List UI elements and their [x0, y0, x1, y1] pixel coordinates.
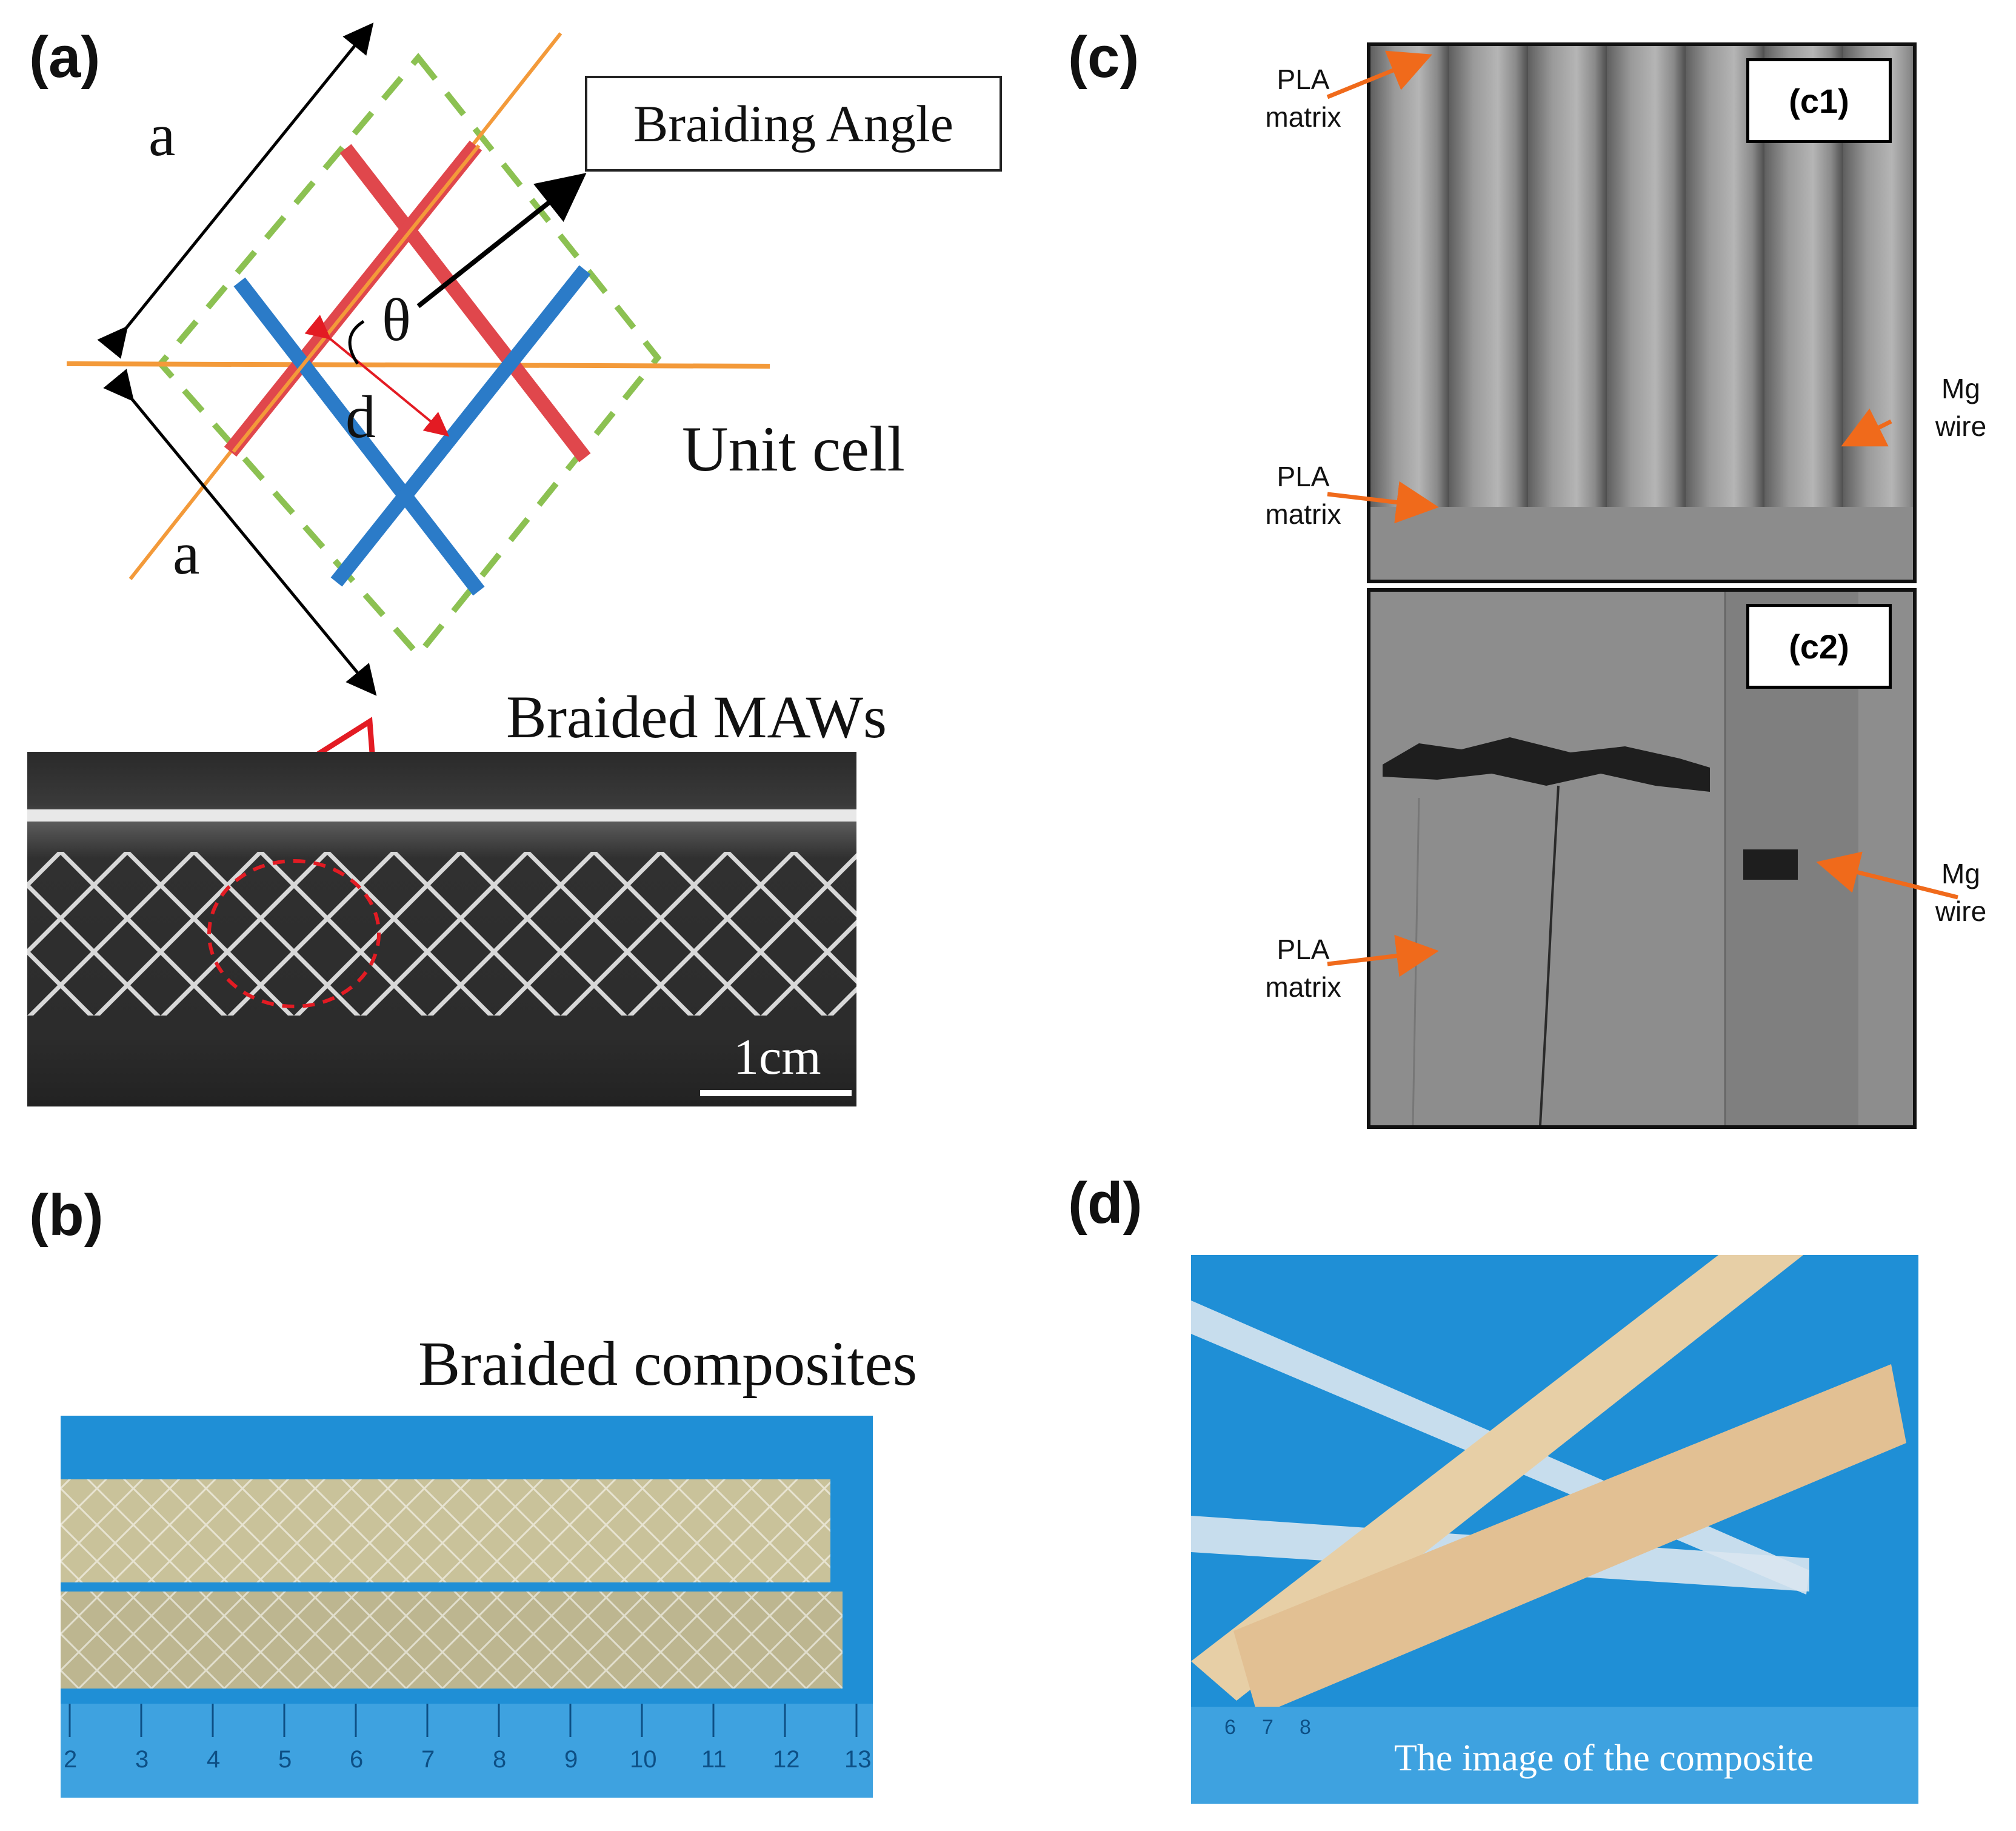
- pla-matrix-c2: PLA matrix: [1265, 934, 1341, 1003]
- braided-composites-caption: Braided composites: [418, 1329, 918, 1399]
- scale-bar-label: 1cm: [733, 1029, 821, 1085]
- ruler-number: 3: [135, 1746, 149, 1773]
- panel-label-c: (c): [1068, 25, 1140, 90]
- braided-maws-photo: 1cm: [27, 752, 856, 1106]
- c2-label: (c2): [1746, 604, 1892, 689]
- a-bottom-arrow: [103, 369, 377, 696]
- ruler-number: 9: [564, 1746, 578, 1773]
- braiding-angle-box: Braiding Angle: [585, 76, 1002, 172]
- sem-image-c1: (c1): [1367, 42, 1917, 583]
- sem-image-c2: (c2): [1367, 588, 1917, 1129]
- braided-composites-photo: 2 3 4 5 6 7 8 9 10 11 12 13: [61, 1416, 873, 1798]
- arrow-mg-c1: [1841, 408, 1892, 447]
- ruler-number: 7: [421, 1746, 435, 1773]
- pla-matrix-top-c1: PLA matrix: [1265, 64, 1341, 133]
- ruler-number: 4: [207, 1746, 221, 1773]
- a-top-arrow: [97, 22, 374, 359]
- theta-arc: [348, 320, 365, 365]
- ruler-number: 12: [773, 1746, 800, 1773]
- arrow-pla-top-c1: [1326, 50, 1432, 99]
- pla-matrix-bottom-c1: PLA matrix: [1265, 461, 1341, 530]
- braided-maws-label: Braided MAWs: [506, 683, 887, 751]
- ruler-numbers: 2 3 4 5 6 7 8 9 10 11 12 13: [61, 1746, 873, 1782]
- c1-label: (c1): [1746, 58, 1892, 143]
- arrow-pla-c2: [1327, 934, 1439, 977]
- theta-label: θ: [382, 286, 411, 353]
- unit-cell-label: Unit cell: [682, 413, 905, 484]
- ruler-number: 11: [701, 1746, 727, 1773]
- braiding-angle-arrow: [416, 173, 587, 309]
- ruler-number: 6: [350, 1746, 364, 1773]
- mg-wire-c1: Mg wire: [1935, 373, 1987, 442]
- braiding-angle-label: Braiding Angle: [633, 95, 953, 153]
- composite-photo: 6 7 8 The image of the composite: [1191, 1255, 1918, 1804]
- a-bottom-label: a: [173, 520, 200, 587]
- composite-caption: The image of the composite: [1394, 1738, 1814, 1779]
- mg-wire-c2: Mg wire: [1935, 858, 1987, 927]
- highlight-circle: [207, 859, 381, 1008]
- unit-cell-diagram: [66, 22, 770, 764]
- ruler: [61, 1704, 873, 1798]
- red-fiber-1: [339, 144, 591, 463]
- ruler-d: [1191, 1707, 1918, 1804]
- panel-label-b: (b): [29, 1183, 104, 1248]
- panel-label-a: (a): [29, 25, 101, 90]
- ruler-d-number: 6: [1224, 1716, 1236, 1739]
- blue-fiber-2: [330, 265, 591, 587]
- ruler-d-number: 7: [1262, 1716, 1273, 1739]
- ruler-number: 10: [630, 1746, 657, 1773]
- ruler-number: 5: [278, 1746, 292, 1773]
- d-label: d: [345, 383, 376, 450]
- arrow-pla-bottom-c1: [1327, 481, 1439, 524]
- callout-arrows: [1326, 50, 1958, 977]
- composite-rod-2: [1233, 1364, 1906, 1716]
- ruler-number: 13: [844, 1746, 872, 1773]
- ruler-d-number: 8: [1300, 1716, 1311, 1739]
- a-top-label: a: [149, 101, 176, 169]
- ruler-number: 8: [493, 1746, 507, 1773]
- unit-cell-outline: [156, 53, 662, 660]
- d-arrow: [304, 315, 450, 437]
- ruler-number: 2: [64, 1746, 78, 1773]
- arrow-mg-c2: [1816, 851, 1958, 900]
- panel-label-d: (d): [1068, 1171, 1143, 1236]
- orange-horizontal-line: [66, 361, 770, 369]
